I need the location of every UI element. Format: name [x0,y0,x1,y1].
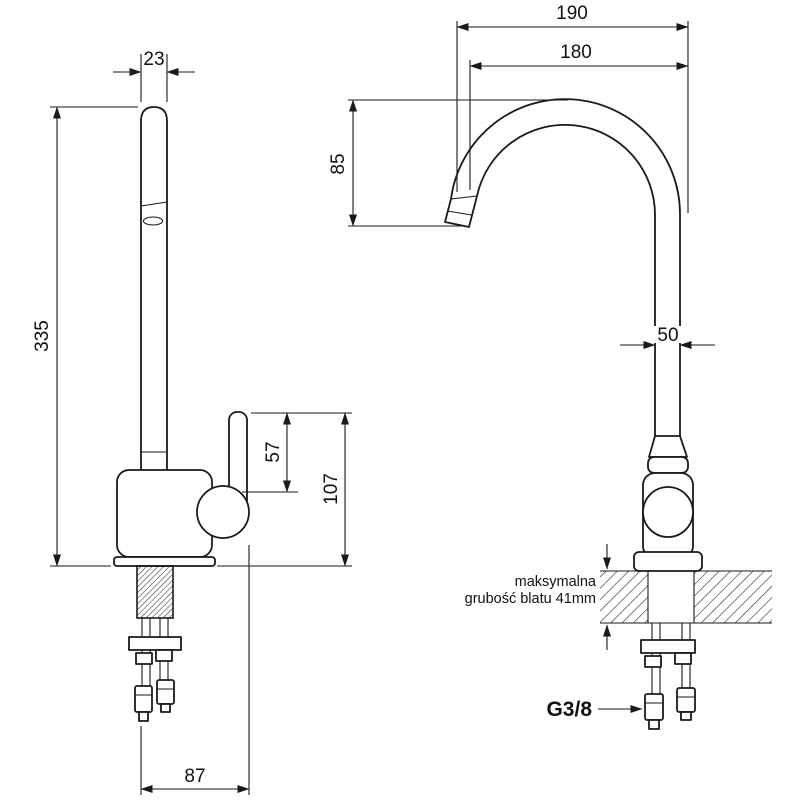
side-aerator [142,216,164,226]
side-base-flange [113,556,216,567]
dim-body-width: 50 [620,325,715,349]
front-spout-tip [444,195,478,228]
dim-reach-inner-label: 180 [560,42,592,63]
side-mounting-nut-left [135,652,153,665]
dim-reach-inner: 180 [469,42,689,190]
countertop-hatch-left [600,571,648,623]
side-spout-seam [140,201,168,207]
side-hose-connector-left [134,685,153,713]
front-gooseneck-inner [476,123,656,437]
front-hose-connector-left [644,693,664,721]
side-hose-connector-right [156,679,175,705]
counter-note-line2: grubość blatu 41mm [465,591,596,607]
countertop-hatch-right [694,571,772,623]
side-faucet-outline [113,106,250,619]
front-gooseneck-outer [450,98,681,437]
dim-body-width-label: 50 [657,325,678,346]
dim-handle-height-label: 57 [263,441,284,462]
front-mounting-nut-right [674,652,692,665]
counter-thickness-note: maksymalna grubość blatu 41mm [465,544,611,650]
counter-note-line1: maksymalna [515,574,597,590]
dim-base-depth-label: 87 [184,766,205,787]
dim-handle-to-base-label: 107 [321,473,342,505]
front-neck-transition [648,435,688,458]
dim-base-depth: 87 [140,545,250,795]
dim-reach-outer-label: 190 [556,3,588,24]
thread-size-callout: G3/8 [546,698,643,721]
front-handle-joint [642,486,694,538]
dim-spout-height-label: 85 [328,153,349,174]
front-hose-connector-right [676,687,696,713]
front-aerator-ring [447,210,472,216]
dim-pipe-width-label: 23 [143,49,164,70]
side-spout-pipe [140,106,168,471]
front-mounting-bracket [640,639,696,654]
front-mounting-hardware [640,623,696,730]
side-mounting-bracket [128,636,182,651]
countertop-section [600,570,772,624]
front-faucet-outline [444,98,703,572]
dim-handle-to-base: 107 [217,412,352,567]
front-spout-tip-seam [450,195,478,200]
side-threaded-shank [136,565,174,619]
side-handle-joint [196,485,250,539]
dim-total-height: 335 [32,106,138,567]
front-mounting-nut-left [644,655,662,668]
side-view: 23 335 57 107 87 [32,49,352,795]
dim-handle-height: 57 [242,412,352,493]
side-mounting-nut-right [155,649,173,662]
dim-pipe-width: 23 [113,49,195,102]
front-collar [647,456,689,474]
thread-size-label: G3/8 [546,698,592,721]
dim-reach-outer: 190 [456,3,689,213]
dim-total-height-label: 335 [32,320,53,352]
front-view: 190 180 85 50 maksymalna grubość blatu 4… [328,3,772,730]
side-mounting-hardware [128,618,182,722]
front-base-flange [633,551,703,572]
dim-spout-height: 85 [328,99,568,227]
